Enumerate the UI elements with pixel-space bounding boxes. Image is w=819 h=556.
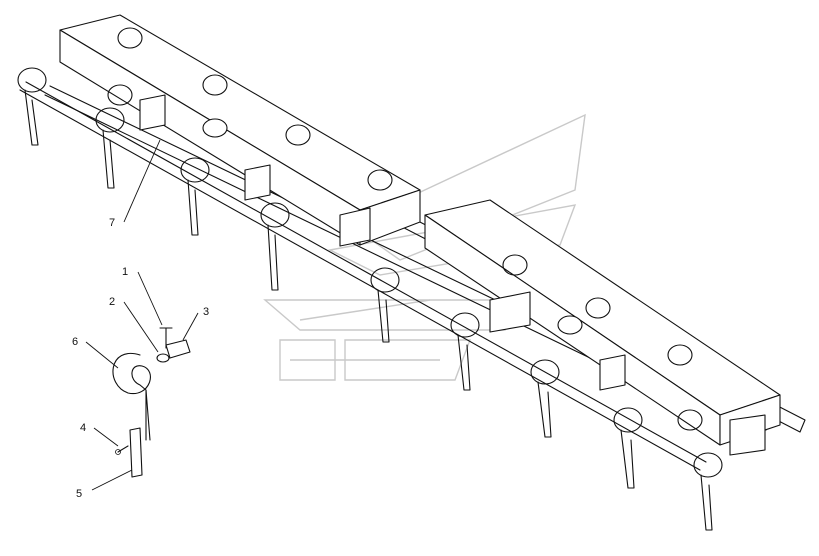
tine (370, 267, 400, 343)
tine-point (129, 427, 143, 478)
spring-tines (17, 27, 723, 531)
clamp (165, 339, 191, 359)
tine (450, 312, 480, 391)
tine (17, 67, 47, 146)
callout-4: 4 (80, 422, 86, 434)
callout-3: 3 (203, 306, 209, 318)
tine (95, 107, 125, 189)
harrow-frame (19, 14, 806, 471)
tine (613, 407, 643, 489)
callout-labels: 1 2 3 4 5 6 7 (72, 217, 209, 500)
tine (693, 452, 723, 531)
callout-7: 7 (109, 217, 115, 229)
tine (260, 202, 290, 291)
nut (156, 353, 170, 363)
tine (530, 359, 560, 438)
callout-5: 5 (76, 488, 82, 500)
small-bolt (115, 445, 129, 455)
callout-6: 6 (72, 336, 78, 348)
tine (180, 157, 210, 236)
callout-2: 2 (109, 296, 115, 308)
leader-lines (85, 139, 199, 491)
spring-tine (112, 352, 151, 441)
callout-1: 1 (122, 266, 128, 278)
exploded-tine-assembly (112, 327, 191, 478)
